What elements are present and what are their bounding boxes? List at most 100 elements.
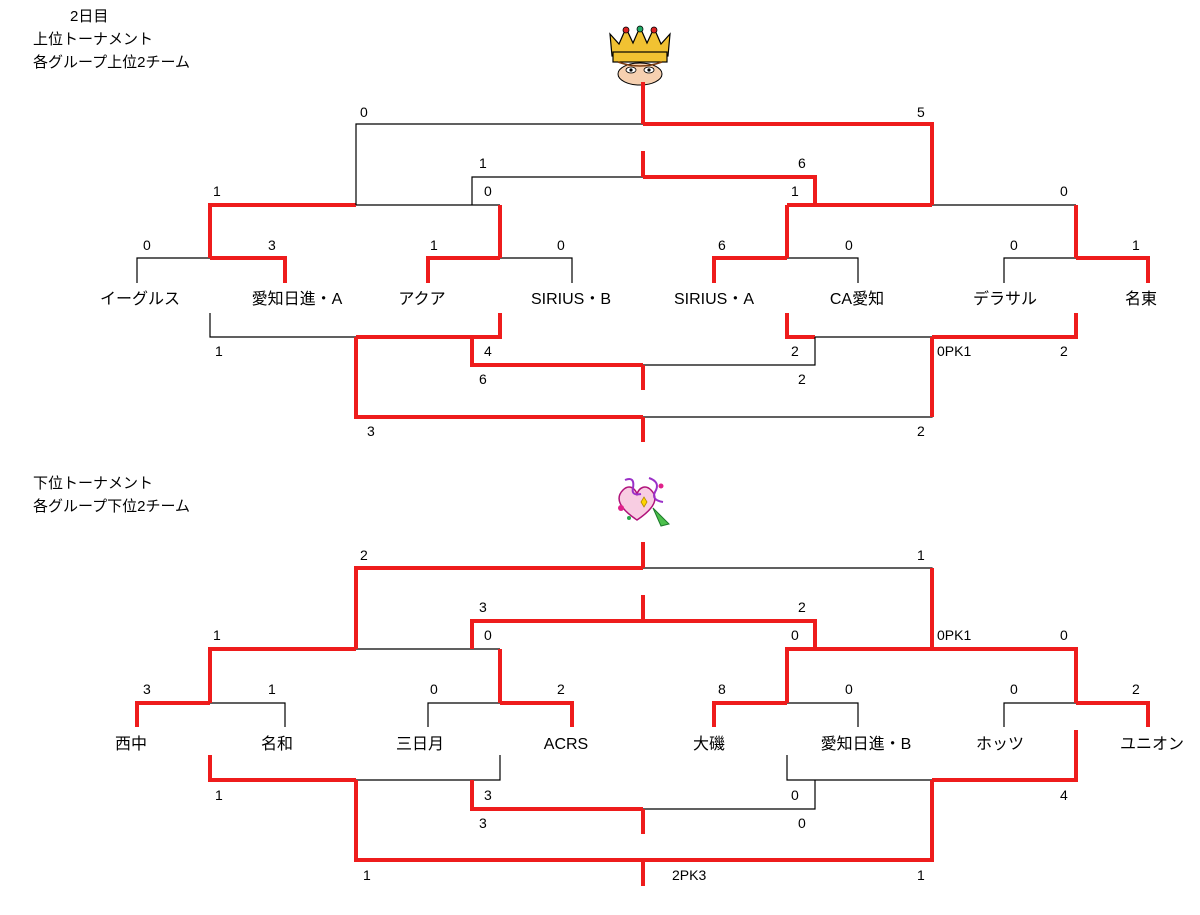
bracket-line [1003,257,1076,283]
score: 1 [917,547,925,563]
winner-path [470,780,643,811]
winner-path [356,313,502,339]
score: 1 [791,183,799,199]
lower-team-8: ユニオン [1120,736,1184,753]
celebration-confetti-icon [618,477,670,527]
bracket-line [1003,702,1076,727]
winner-path [932,313,1078,339]
score: 0 [360,104,368,120]
score: 2 [360,547,368,563]
winner-path [643,619,817,649]
score: 2 [1132,681,1140,697]
score: 1 [213,183,221,199]
score: 0 [1010,681,1018,697]
score: 8 [718,681,726,697]
winner-path [785,647,932,703]
score: 1 [213,627,221,643]
score: 2 [917,423,925,439]
winner-path [500,701,574,727]
winner-path [210,256,287,283]
score: 0 [143,237,151,253]
winner-path [470,337,643,367]
bracket-line [787,702,859,727]
winner-path [712,701,787,727]
bracket-line [786,755,815,781]
score: 1 [917,867,925,883]
pk-score: 0PK1 [937,343,971,359]
score: 2 [798,599,806,615]
winner-path [932,730,1078,782]
bracket-line [210,702,286,727]
upper-team-3: アクア [398,290,445,308]
score: 0 [430,681,438,697]
lower-team-2: 名和 [261,735,293,753]
score: 0 [845,237,853,253]
winner-path [932,647,1078,703]
upper-team-7: デラサル [973,289,1037,308]
winner-path [354,780,643,862]
score: 0 [798,815,806,831]
upper-tournament-title: 上位トーナメント [33,31,153,48]
bracket-line [787,257,859,283]
winner-path [1076,256,1150,283]
winner-path [135,701,210,727]
winner-path [426,256,500,283]
upper-team-8: 名東 [1125,290,1157,308]
crown-icon [609,25,671,86]
winner-path [643,122,934,205]
upper-team-labels: イーグルス 愛知日進・A アクア SIRIUS・B SIRIUS・A CA愛知 … [100,289,1157,308]
score: 4 [484,343,492,359]
score: 1 [1132,237,1140,253]
lower-team-1: 西中 [115,735,147,753]
score: 3 [367,423,375,439]
bracket-line [500,257,573,283]
score: 1 [215,343,223,359]
upper-team-4: SIRIUS・B [531,291,611,308]
lower-team-4: ACRS [544,736,588,753]
score: 6 [718,237,726,253]
lower-team-3: 三日月 [396,736,444,753]
day-label: 2日目 [70,8,108,25]
score: 0 [557,237,565,253]
bracket-line [136,257,210,283]
lower-tournament-title: 下位トーナメント [33,475,153,492]
pk-score: 2PK3 [672,867,706,883]
score: 6 [479,371,487,387]
lower-team-labels: 西中 名和 三日月 ACRS 大磯 愛知日進・B ホッツ ユニオン [115,735,1184,753]
winner-path [785,313,815,339]
upper-team-6: CA愛知 [830,290,884,308]
upper-scores: 0 3 1 0 6 0 0 1 1 0 1 0 1 6 0 5 1 4 2 2 … [143,104,1140,439]
winner-path [208,203,356,258]
winner-path [208,755,356,782]
score: 2 [557,681,565,697]
winner-path [208,647,356,703]
score: 6 [798,155,806,171]
upper-team-2: 愛知日進・A [252,290,343,308]
score: 1 [363,867,371,883]
score: 1 [430,237,438,253]
score: 3 [479,599,487,615]
score: 0 [484,183,492,199]
upper-team-1: イーグルス [100,290,180,308]
winner-path [712,256,787,283]
upper-team-5: SIRIUS・A [674,291,754,308]
score: 0 [1010,237,1018,253]
lower-team-7: ホッツ [976,736,1024,753]
score: 0 [791,787,799,803]
score: 0 [484,627,492,643]
bracket-line [471,176,643,205]
bracket-line [643,567,933,649]
score: 3 [479,815,487,831]
bracket-line [427,702,500,727]
score: 2 [1060,343,1068,359]
winner-path [470,619,643,649]
score: 4 [1060,787,1068,803]
score: 2 [791,343,799,359]
bracket-line [643,780,816,810]
lower-team-6: 愛知日進・B [821,735,912,753]
winner-path [643,780,934,862]
score: 0 [845,681,853,697]
winner-path [643,175,817,205]
score: 5 [917,104,925,120]
